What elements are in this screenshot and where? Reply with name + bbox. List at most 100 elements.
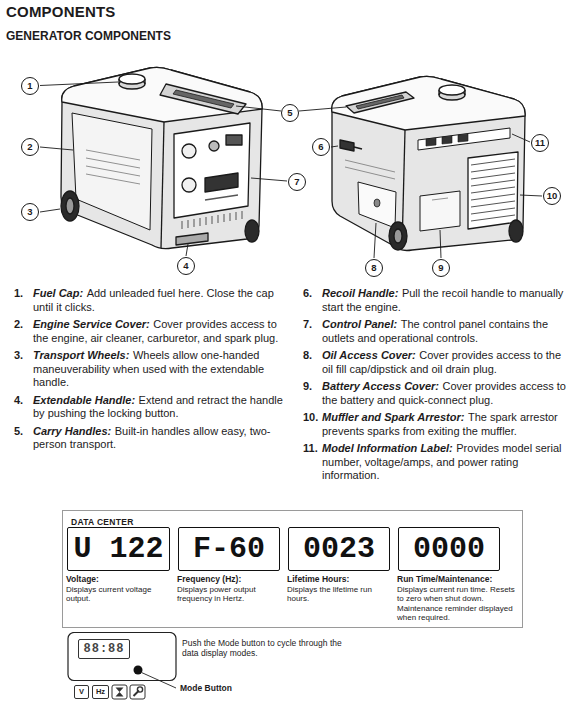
display-name: Run Time/Maintenance: [397,575,517,585]
section-heading: GENERATOR COMPONENTS [6,29,171,43]
generator-rear-view [420,191,460,231]
generator-rear-view [358,182,396,228]
generator-rear-view [432,198,448,200]
leader-line [374,223,376,258]
item-number: 6. [303,287,312,301]
callout-number: 4 [183,261,188,271]
wrench-icon [130,685,145,699]
generator-rear-view [509,220,523,242]
hourglass-icon [112,685,127,699]
callout-circle: 4 [177,257,195,275]
generator-front-view [176,233,208,245]
part-name: Carry Handles: [33,425,111,437]
list-item: 3.Transport Wheels:Wheels allow one-hand… [14,349,286,390]
list-item: 6.Recoil Handle:Pull the recoil handle t… [303,287,575,314]
callout-number: 11 [535,138,545,148]
display-name: Voltage: [66,575,173,585]
generator-rear-view [356,95,404,109]
display-name: Lifetime Hours: [287,575,393,585]
callout-number: 2 [27,142,32,152]
lcd-readout: 0023 [303,534,375,564]
generator-front-view [205,173,238,192]
leader-line [331,146,338,147]
callout-circle: 5 [281,104,299,122]
wrench-icon [137,687,142,692]
list-column: 6.Recoil Handle:Pull the recoil handle t… [303,287,575,487]
callout-number: 10 [547,191,558,201]
leader-line [512,134,530,142]
callout-number: 5 [287,108,292,118]
generator-rear-view [332,76,525,250]
mini-lcd: 88:88 [78,639,130,659]
generator-front-view [119,74,145,84]
display-text: Displays power output frequency in Hertz… [177,585,283,604]
list-item: 9.Battery Access Cover:Cover provides ac… [303,380,575,407]
display-name: Frequency (Hz): [177,575,283,585]
list-item: 4.Extendable Handle:Extend and retract t… [14,394,286,421]
leader-line [186,244,188,256]
lcd-display: U 122 [67,527,170,571]
generator-rear-view [394,229,402,243]
list-item: 2.Engine Service Cover:Cover provides ac… [14,318,286,345]
list-item: 8.Oil Access Cover:Cover provides access… [303,349,575,376]
item-number: 10. [303,411,318,425]
generator-front-view [182,211,242,229]
generator-front-view [182,178,196,192]
part-name: Fuel Cap: [33,287,83,299]
lcd-readout: 0000 [413,534,485,564]
generator-rear-view [471,159,515,221]
instruction-note: Push the Mode button to cycle through th… [182,638,342,658]
list-item: 10.Muffler and Spark Arrestor:The spark … [303,411,575,438]
part-name: Battery Access Cover: [322,380,439,392]
display-text: Displays the lifetime run hours. [287,585,393,604]
item-number: 5. [14,425,23,439]
callout-circle: 9 [432,259,450,277]
mode-icon: Hz [92,685,109,699]
callout-number: 6 [318,142,323,152]
icon-label: V [79,688,84,696]
leader-line [440,230,441,258]
callout-circle: 1 [21,77,39,95]
list-item: 1.Fuel Cap:Add unleaded fuel here. Close… [14,287,286,314]
display-description: Frequency (Hz):Displays power output fre… [177,575,283,604]
wrench-icon [130,685,145,699]
generator-rear-view [332,76,525,250]
leader-line [520,195,542,196]
generator-illustration [0,0,584,290]
generator-rear-view [418,128,510,150]
lcd-display: 0023 [288,527,390,571]
callout-circle: 8 [365,259,383,277]
generator-rear-view [468,152,518,229]
generator-front-view [61,191,79,221]
part-name: Extendable Handle: [33,394,135,406]
lcd-readout: 88:88 [83,643,124,655]
callout-number: 1 [27,81,32,91]
callout-number: 9 [438,263,443,273]
panel-heading: DATA CENTER [71,517,134,527]
callout-circle: 11 [531,134,549,152]
callout-number: 7 [294,177,299,187]
generator-rear-view [374,199,380,207]
generator-front-view [182,144,196,158]
leader-line [40,82,118,86]
part-name: Recoil Handle: [322,287,398,299]
generator-front-view [161,122,164,248]
item-number: 3. [14,349,23,363]
leader-line [299,107,346,111]
display-text: Displays current run time. Resets to zer… [397,585,517,623]
lcd-readout: F-60 [193,534,265,564]
lcd-display: F-60 [178,527,280,571]
generator-front-view [226,135,242,145]
item-number: 8. [303,349,312,363]
lcd-display: 0000 [398,527,500,571]
generator-rear-view [332,76,525,130]
generator-rear-view [426,134,468,146]
generator-rear-view [340,140,354,151]
mode-button [134,666,143,675]
generator-front-view [61,67,262,248]
leader-line [40,209,60,212]
hourglass-icon [112,685,127,699]
display-text: Displays current voltage output. [66,585,173,604]
part-name: Muffler and Spark Arrestor: [322,411,464,423]
callout-circle: 2 [21,138,39,156]
